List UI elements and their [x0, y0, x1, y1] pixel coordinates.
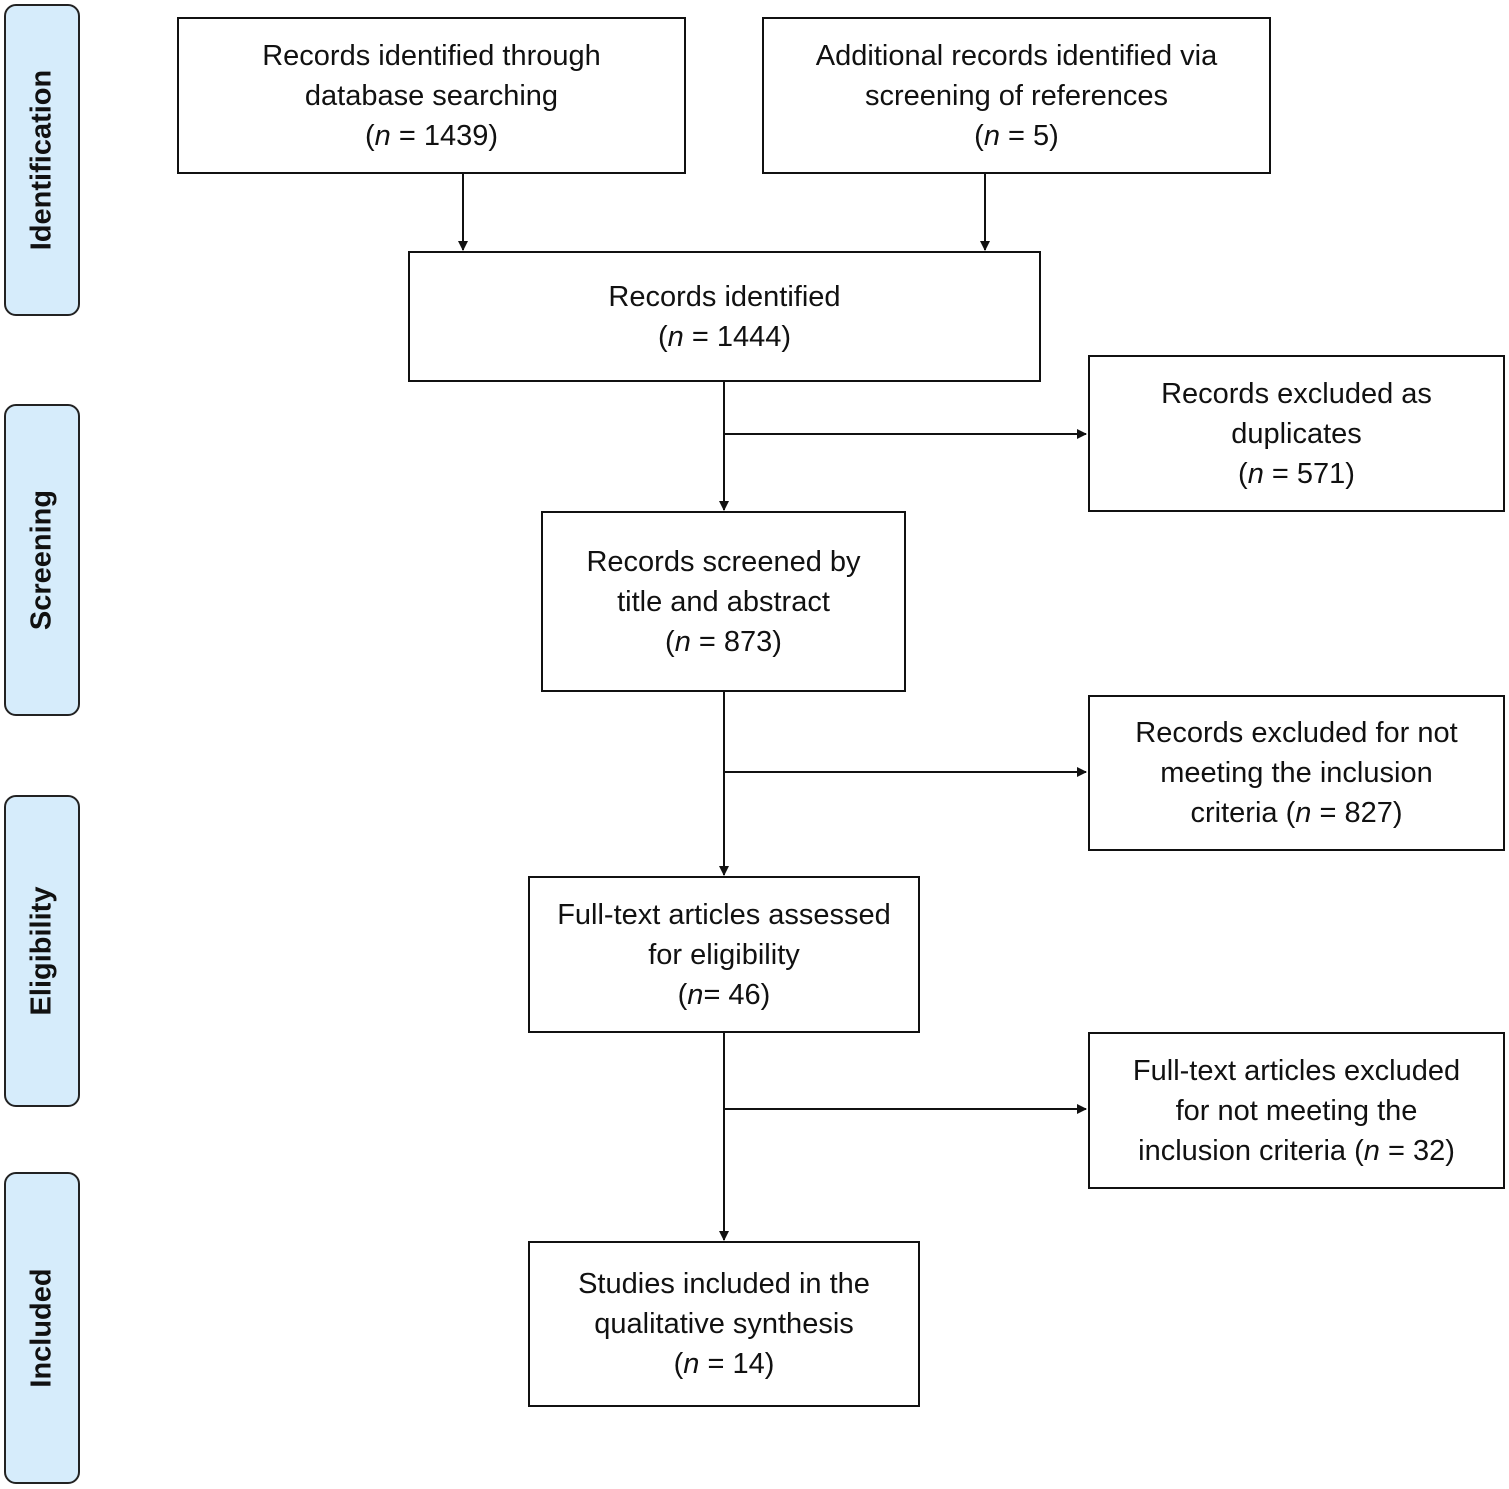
box-excluded-fulltext: Full-text articles excluded for not meet… [1088, 1032, 1505, 1189]
stage-included: Included [4, 1172, 80, 1484]
box-line: Full-text articles excluded [1132, 1054, 1461, 1087]
box-records-identified: Records identified (n = 1444) [408, 251, 1041, 382]
box-fulltext-assessed: Full-text articles assessed for eligibil… [528, 876, 920, 1033]
box-count: (n = 1439) [364, 119, 499, 152]
box-line: for eligibility [648, 938, 800, 971]
box-studies-included: Studies included in the qualitative synt… [528, 1241, 920, 1407]
box-line: qualitative synthesis [594, 1308, 854, 1340]
box-line: meeting the inclusion [1160, 757, 1433, 789]
box-line: for not meeting the [1175, 1094, 1418, 1127]
box-excluded-duplicates: Records excluded as duplicates (n = 571) [1088, 355, 1505, 512]
box-count: (n = 14) [673, 1348, 775, 1380]
box-count: (n = 571) [1238, 457, 1355, 490]
box-records-screened: Records screened by title and abstract (… [541, 511, 906, 692]
stage-screening: Screening [4, 404, 80, 716]
box-count: (n = 1444) [657, 320, 792, 353]
box-line: title and abstract [617, 585, 830, 618]
box-line: Records identified [608, 280, 841, 313]
box-line: Records excluded as [1161, 377, 1432, 410]
box-line: database searching [304, 79, 559, 112]
box-line: screening of references [864, 79, 1169, 112]
box-count: (n = 5) [974, 119, 1059, 152]
box-database-records: Records identified through database sear… [177, 17, 686, 174]
box-line: Studies included in the [578, 1268, 870, 1300]
box-line: duplicates [1231, 417, 1362, 450]
box-count: (n = 873) [665, 625, 782, 658]
box-count: criteria (n = 827) [1190, 797, 1403, 829]
box-additional-records: Additional records identified via screen… [762, 17, 1271, 174]
box-line: Full-text articles assessed [557, 898, 891, 931]
box-line: Records screened by [586, 545, 861, 578]
box-line: Records identified through [262, 39, 601, 72]
box-line: Records excluded for not [1135, 717, 1458, 749]
box-count: (n= 46) [677, 978, 771, 1011]
stage-identification: Identification [4, 4, 80, 316]
box-count: inclusion criteria (n = 32) [1138, 1134, 1455, 1167]
stage-eligibility: Eligibility [4, 795, 80, 1107]
box-excluded-title-abstract: Records excluded for not meeting the inc… [1088, 695, 1505, 851]
box-line: Additional records identified via [815, 39, 1218, 72]
